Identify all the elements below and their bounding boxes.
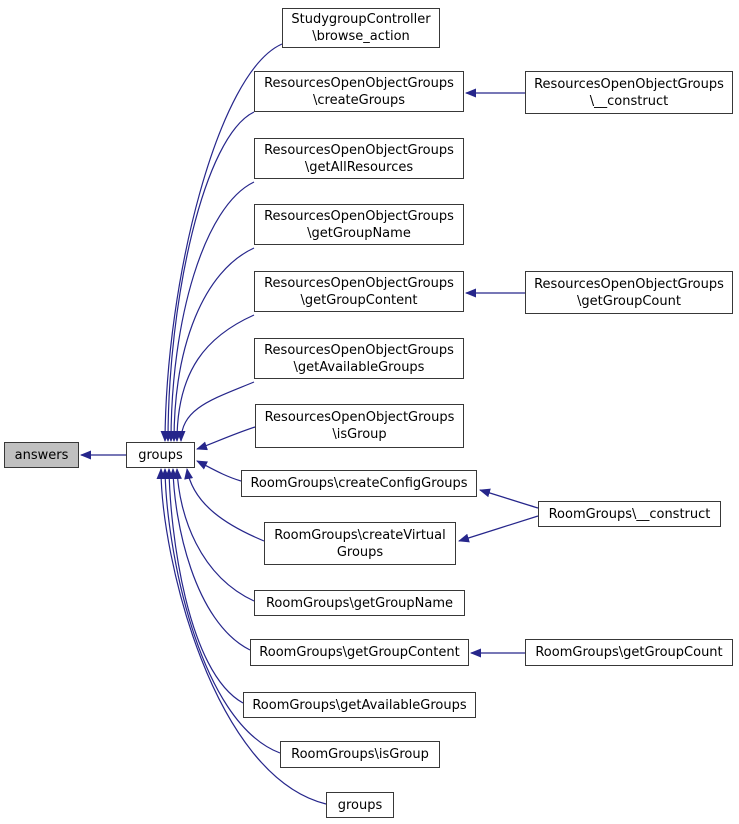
node-label-line: groups <box>337 797 383 813</box>
edge-res-create-groups-to-groups <box>163 111 255 442</box>
node-res-get-group-count[interactable]: ResourcesOpenObjectGroups \getGroupCount <box>525 271 733 314</box>
edge-room-get-available-groups-to-groups <box>164 468 244 704</box>
node-answers-label: answers <box>14 447 69 463</box>
node-room-is-group[interactable]: RoomGroups\isGroup <box>280 741 440 768</box>
node-label-line: StudygroupController <box>291 12 431 27</box>
node-room-get-group-count[interactable]: RoomGroups\getGroupCount <box>525 639 733 666</box>
node-label-line: ResourcesOpenObjectGroups <box>264 142 454 158</box>
node-label-line: RoomGroups\getGroupName <box>265 595 454 611</box>
node-res-create-groups[interactable]: ResourcesOpenObjectGroups \createGroups <box>254 71 464 112</box>
edge-res-get-group-name-to-groups <box>169 247 255 442</box>
node-room-get-available-groups[interactable]: RoomGroups\getAvailableGroups <box>243 692 476 718</box>
node-label-line: ResourcesOpenObjectGroups <box>264 342 454 358</box>
node-label-line: ResourcesOpenObjectGroups <box>264 275 454 291</box>
node-groups-hub-label: groups <box>138 447 183 463</box>
node-label-line: \browse_action <box>312 29 410 44</box>
node-res-get-group-name[interactable]: ResourcesOpenObjectGroups \getGroupName <box>254 204 464 245</box>
node-label-line: ResourcesOpenObjectGroups <box>264 208 454 224</box>
node-label-line: ResourcesOpenObjectGroups <box>534 76 724 92</box>
node-label-line: RoomGroups\createConfigGroups <box>250 476 468 491</box>
node-label-line: RoomGroups\__construct <box>548 506 711 522</box>
edge-room-construct-to-config-groups <box>479 488 539 509</box>
edge-res-get-all-resources-to-groups <box>166 181 255 442</box>
node-res-get-group-content[interactable]: ResourcesOpenObjectGroups \getGroupConte… <box>254 271 464 312</box>
node-res-construct[interactable]: ResourcesOpenObjectGroups \__construct <box>525 71 733 114</box>
edge-room-construct-to-virtual-groups <box>458 515 539 543</box>
node-label-line: RoomGroups\createVirtual <box>274 527 446 543</box>
node-label-line: \getGroupName <box>307 225 411 241</box>
node-label-line: \getAvailableGroups <box>293 359 425 375</box>
edge-res-get-available-groups-to-groups <box>176 381 255 442</box>
edge-room-create-config-groups-to-groups <box>196 460 242 482</box>
node-room-create-virtual-groups[interactable]: RoomGroups\createVirtual Groups <box>264 522 456 565</box>
node-label-line: ResourcesOpenObjectGroups <box>534 276 724 292</box>
node-label-line: ResourcesOpenObjectGroups <box>264 410 455 425</box>
node-label-line: RoomGroups\getGroupContent <box>259 645 460 660</box>
node-res-get-available-groups[interactable]: ResourcesOpenObjectGroups \getAvailableG… <box>254 338 464 379</box>
edge-room-get-group-content-to-groups <box>168 468 251 651</box>
node-label-line: \getGroupContent <box>300 292 418 308</box>
node-label-line: \createGroups <box>313 92 405 108</box>
node-res-get-all-resources[interactable]: ResourcesOpenObjectGroups \getAllResourc… <box>254 138 464 179</box>
node-label-line: ResourcesOpenObjectGroups <box>264 75 454 91</box>
node-room-create-config-groups[interactable]: RoomGroups\createConfigGroups <box>241 470 477 497</box>
node-room-construct[interactable]: RoomGroups\__construct <box>538 501 721 527</box>
node-studygroupcontroller-browse-action[interactable]: StudygroupController \browse_action <box>282 8 440 48</box>
edge-res-get-group-content-to-groups <box>172 314 255 442</box>
node-room-get-group-content[interactable]: RoomGroups\getGroupContent <box>250 639 469 666</box>
node-answers: answers <box>4 442 79 468</box>
node-label-line: \isGroup <box>332 427 387 442</box>
node-res-is-group[interactable]: ResourcesOpenObjectGroups \isGroup <box>255 404 464 448</box>
node-groups-plain[interactable]: groups <box>326 792 394 818</box>
node-label-line: \__construct <box>589 93 669 109</box>
node-label-line: RoomGroups\isGroup <box>291 747 429 762</box>
node-groups-hub[interactable]: groups <box>126 442 195 468</box>
node-label-line: Groups <box>336 544 384 560</box>
node-label-line: \getAllResources <box>304 159 414 175</box>
node-room-get-group-name[interactable]: RoomGroups\getGroupName <box>254 590 465 616</box>
node-label-line: RoomGroups\getGroupCount <box>535 645 723 660</box>
edge-res-is-group-to-groups <box>196 426 256 451</box>
node-label-line: \getGroupCount <box>577 293 681 309</box>
node-label-line: RoomGroups\getAvailableGroups <box>252 697 467 713</box>
